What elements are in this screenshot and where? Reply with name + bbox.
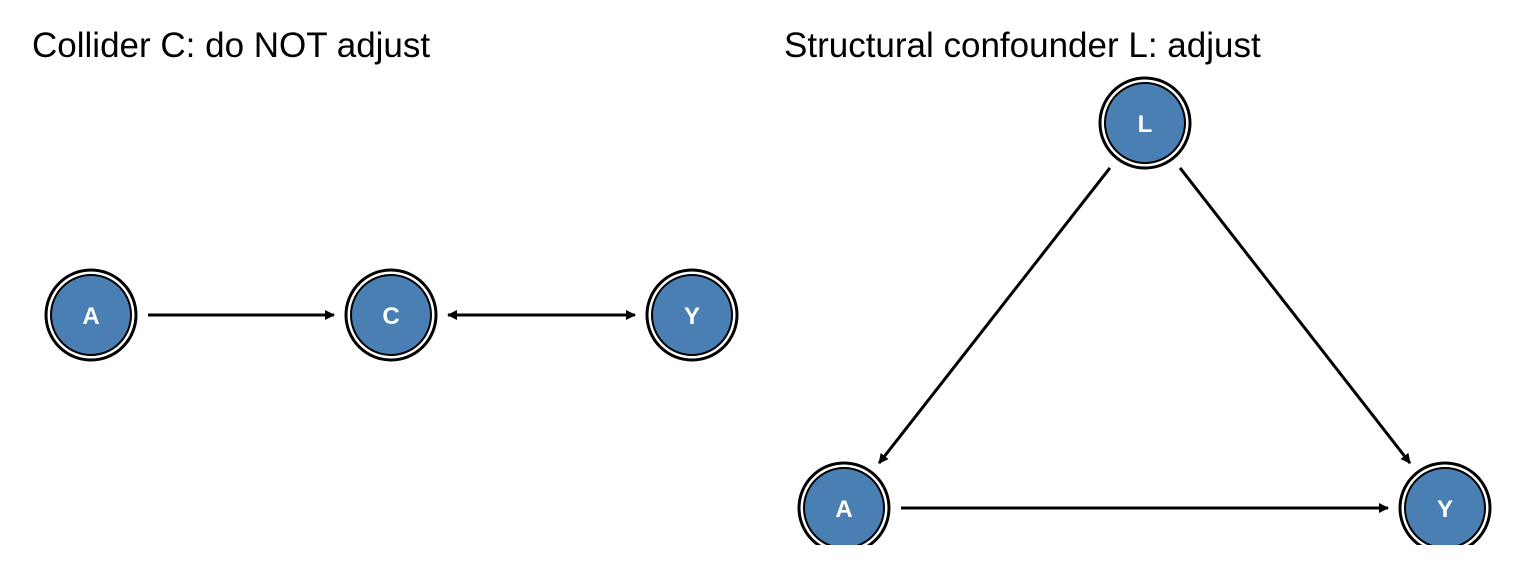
node-y: Y (645, 268, 739, 362)
edge-l-y (1178, 167, 1412, 464)
node-label: A (82, 303, 99, 330)
node-a: A (797, 461, 891, 545)
right-panel-title: Structural confounder L: adjust (784, 26, 1261, 65)
node-fill (1104, 82, 1186, 164)
node-label: C (382, 303, 399, 330)
left-panel-title: Collider C: do NOT adjust (32, 26, 431, 65)
node-label: A (835, 496, 852, 523)
edge-l-a (877, 166, 1112, 465)
node-c: C (344, 268, 438, 362)
node-fill (803, 467, 885, 545)
node-fill (350, 274, 432, 356)
node-fill (50, 274, 132, 356)
node-fill (651, 274, 733, 356)
node-label: Y (684, 303, 700, 330)
node-l: L (1098, 76, 1192, 170)
node-label: L (1138, 111, 1153, 138)
node-y: Y (1398, 461, 1492, 545)
node-label: Y (1437, 496, 1453, 523)
node-a: A (44, 268, 138, 362)
node-fill (1404, 467, 1486, 545)
